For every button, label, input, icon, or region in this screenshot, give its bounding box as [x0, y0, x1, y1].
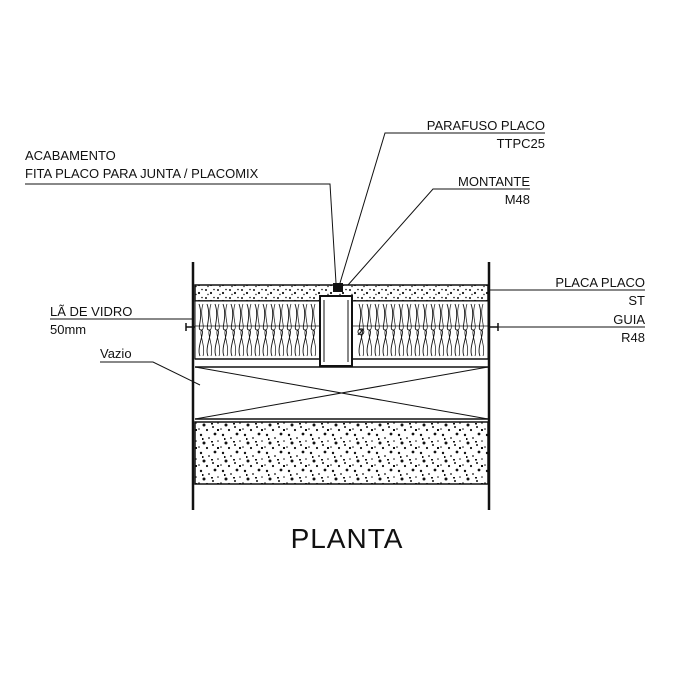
- insulation-stroke: [408, 303, 413, 357]
- insulation-stroke: [304, 303, 309, 357]
- insulation-stroke: [248, 303, 253, 357]
- insulation-stroke: [264, 303, 269, 357]
- label-la-vidro-ref: 50mm: [50, 322, 86, 337]
- insulation-stroke: [278, 303, 283, 357]
- insulation-stroke: [446, 303, 451, 357]
- insulation-stroke: [224, 303, 229, 357]
- insulation-hatch: [198, 303, 485, 357]
- screw-symbol: ⌀: [357, 323, 365, 338]
- label-parafuso-ref: TTPC25: [497, 136, 545, 151]
- insulation-stroke: [382, 303, 387, 357]
- insulation-stroke: [216, 303, 221, 357]
- insulation-stroke: [478, 303, 483, 357]
- vazio-void: [194, 366, 489, 420]
- drawing-title: PLANTA: [291, 523, 404, 554]
- insulation-stroke: [358, 303, 363, 357]
- insulation-stroke: [368, 303, 373, 357]
- insulation-stroke: [310, 303, 315, 357]
- insulation-stroke: [470, 303, 475, 357]
- insulation-stroke: [400, 303, 405, 357]
- insulation-stroke: [440, 303, 445, 357]
- leader-lines: [25, 132, 645, 386]
- insulation-stroke: [366, 303, 371, 357]
- insulation-stroke: [456, 303, 461, 357]
- label-placa: PLACA PLACO: [555, 275, 645, 290]
- insulation-stroke: [296, 303, 301, 357]
- insulation-stroke: [280, 303, 285, 357]
- insulation-stroke: [398, 303, 403, 357]
- insulation-stroke: [448, 303, 453, 357]
- insulation-stroke: [232, 303, 237, 357]
- insulation-stroke: [430, 303, 435, 357]
- concrete-block: [194, 421, 489, 485]
- insulation-stroke: [480, 303, 485, 357]
- insulation-stroke: [294, 303, 299, 357]
- insulation-stroke: [200, 303, 205, 357]
- insulation-stroke: [374, 303, 379, 357]
- label-guia: GUIA: [613, 312, 645, 327]
- insulation-stroke: [406, 303, 411, 357]
- insulation-stroke: [302, 303, 307, 357]
- screw-head: [333, 283, 343, 292]
- insulation-stroke: [240, 303, 245, 357]
- insulation-stroke: [288, 303, 293, 357]
- insulation-stroke: [230, 303, 235, 357]
- insulation-stroke: [390, 303, 395, 357]
- insulation-stroke: [222, 303, 227, 357]
- insulation-stroke: [432, 303, 437, 357]
- insulation-stroke: [214, 303, 219, 357]
- insulation-stroke: [416, 303, 421, 357]
- insulation-stroke: [462, 303, 467, 357]
- insulation-stroke: [270, 303, 275, 357]
- label-parafuso: PARAFUSO PLACO: [427, 118, 545, 133]
- insulation-stroke: [198, 303, 203, 357]
- label-montante: MONTANTE: [458, 174, 530, 189]
- insulation-stroke: [262, 303, 267, 357]
- insulation-stroke: [256, 303, 261, 357]
- insulation-stroke: [424, 303, 429, 357]
- insulation-stroke: [360, 303, 365, 357]
- insulation-stroke: [454, 303, 459, 357]
- label-montante-ref: M48: [505, 192, 530, 207]
- insulation-stroke: [464, 303, 469, 357]
- insulation-stroke: [414, 303, 419, 357]
- insulation-stroke: [286, 303, 291, 357]
- label-la-vidro: LÃ DE VIDRO: [50, 304, 132, 319]
- label-placa-ref: ST: [628, 293, 645, 308]
- insulation-stroke: [392, 303, 397, 357]
- label-vazio: Vazio: [100, 346, 132, 361]
- insulation-stroke: [438, 303, 443, 357]
- insulation-stroke: [384, 303, 389, 357]
- insulation-stroke: [254, 303, 259, 357]
- insulation-stroke: [208, 303, 213, 357]
- insulation-stroke: [272, 303, 277, 357]
- insulation-stroke: [376, 303, 381, 357]
- label-fita: FITA PLACO PARA JUNTA / PLACOMIX: [25, 166, 259, 181]
- label-guia-ref: R48: [621, 330, 645, 345]
- montante-stud: [319, 295, 353, 367]
- insulation-stroke: [246, 303, 251, 357]
- label-acabamento: ACABAMENTO: [25, 148, 116, 163]
- insulation-stroke: [422, 303, 427, 357]
- insulation-stroke: [312, 303, 317, 357]
- insulation-stroke: [238, 303, 243, 357]
- insulation-stroke: [206, 303, 211, 357]
- insulation-stroke: [472, 303, 477, 357]
